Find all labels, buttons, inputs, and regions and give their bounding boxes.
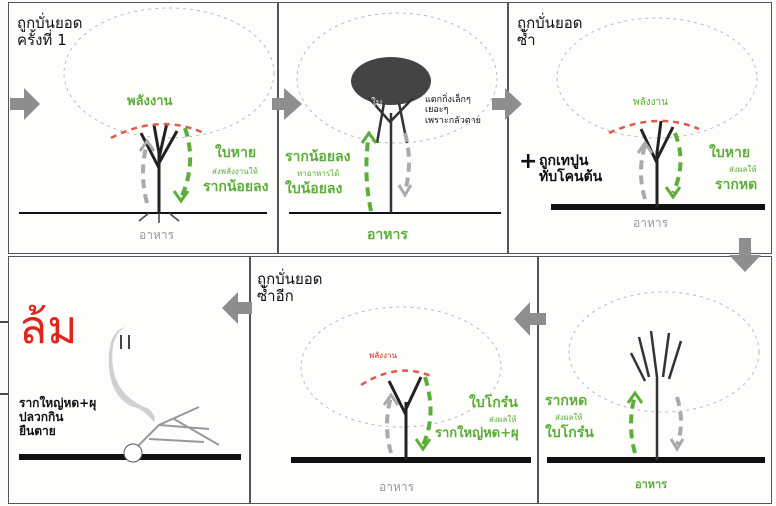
panel-6-roots: รากหด: [545, 393, 587, 409]
panel-2-branch-note: แตกกิ่งเล็กๆ เยอะๆ เพราะกลัวตาย: [425, 95, 481, 126]
panel-1-food: อาหาร: [139, 229, 174, 243]
panel-6-roots-note: ส่งผลให้: [555, 413, 583, 422]
panel-4-note: รากใหญ่หด+ผุ ปลวกกิน ยืนตาย: [19, 397, 96, 438]
panel-1-roots: รากน้อยลง: [203, 179, 268, 195]
panel-1: ถูกบั่นยอด ครั้งที่ 1 พลังงาน ใบหาย ส่งพ…: [8, 2, 278, 254]
panel-5-leaves: ใบโกร๋น: [469, 395, 518, 411]
panel-1-leaves: ใบหาย: [215, 145, 256, 161]
panel-3-plus: +: [519, 149, 537, 174]
panel-6-food: อาหาร: [635, 479, 667, 492]
panel-3-food: อาหาร: [633, 217, 668, 231]
tree-icon: [539, 257, 772, 504]
tree-icon: [279, 3, 508, 254]
panel-5: ถูกบั่นยอด ซ้ำอีก พลังงาน ใบโกร๋น ส่งผลใ…: [250, 256, 538, 504]
panel-2: ใบ แตกกิ่งเล็กๆ เยอะๆ เพราะกลัวตาย รากน้…: [278, 2, 508, 254]
panel-5-leaves-note: ส่งผลให้: [489, 415, 517, 424]
fallen-tree-icon: [9, 257, 250, 504]
panel-3-leaves-note: ส่งผลให้: [729, 165, 757, 174]
panel-2-leaves: ใบน้อยลง: [285, 181, 342, 197]
panel-4: ล้ม รากใหญ่หด+ผุ ปลวกกิน ยืนตาย: [8, 256, 250, 504]
panel-2-canopy-label: ใบ: [371, 98, 382, 110]
panel-3-concrete: ถูกเทปูน ทับโคนต้น: [539, 153, 602, 185]
panel-3-energy: พลังงาน: [633, 97, 668, 109]
panel-6: รากหด ส่งผลให้ ใบโกร๋น อาหาร: [538, 256, 772, 504]
panel-2-roots: รากน้อยลง: [285, 149, 350, 165]
panel-6-leaves: ใบโกร๋น: [545, 425, 594, 441]
panel-3-roots: รากหด: [715, 177, 757, 193]
panel-1-title: ถูกบั่นยอด ครั้งที่ 1: [17, 15, 82, 50]
panel-5-energy: พลังงาน: [369, 351, 397, 360]
panel-1-energy: พลังงาน: [127, 95, 172, 110]
panel-4-fall: ล้ม: [19, 301, 78, 354]
panel-5-roots: รากใหญ่หด+ผุ: [435, 427, 519, 442]
panel-2-food: อาหาร: [367, 227, 408, 243]
panel-3-leaves: ใบหาย: [709, 145, 750, 161]
panel-5-food: อาหาร: [379, 481, 414, 495]
ghost-icon: [109, 327, 155, 422]
panel-3: ถูกบั่นยอด ซ้ำ พลังงาน + ถูกเทปูน ทับโคน…: [508, 2, 772, 254]
panel-2-roots-note: หาอาหารได้: [297, 169, 339, 178]
panel-3-title: ถูกบั่นยอด ซ้ำ: [517, 15, 582, 50]
panel-1-leaves-note: ส่งพลังงานให้: [212, 167, 258, 176]
panel-5-title: ถูกบั่นยอด ซ้ำอีก: [257, 271, 322, 306]
